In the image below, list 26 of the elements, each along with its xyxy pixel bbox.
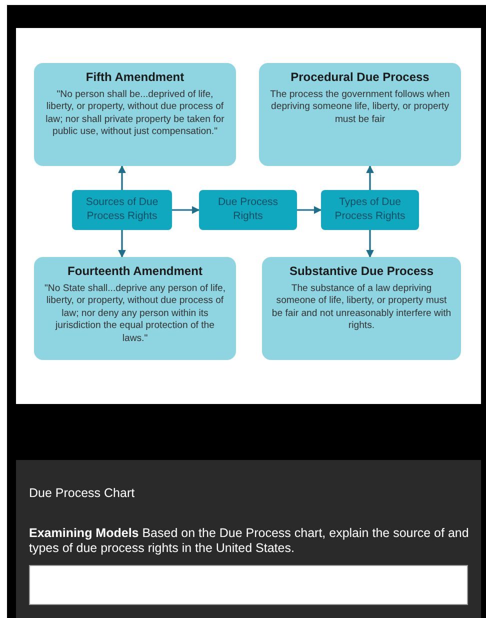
card-text: The substance of a law depriving someone of life, liberty, or property must be fair and not unreasonably interfere with rights. <box>271 283 452 333</box>
card-heading: Fourteenth Amendment <box>68 264 202 278</box>
info-card <box>259 63 461 166</box>
arrow <box>118 165 126 190</box>
process-box <box>72 190 172 230</box>
card-text: The process the government follows when depriving someone life, liberty, or property must be fair <box>269 89 451 126</box>
arrow <box>366 165 374 190</box>
arrow <box>297 206 322 214</box>
card-text: "No State shall...deprive any person of life, liberty, or property, without due process of law; nor deny any person within its jurisdiction the equal protection of the laws." <box>44 283 226 346</box>
info-card <box>262 257 461 360</box>
process-box <box>199 190 297 230</box>
question-text: Examining Models Based on the Due Process chart, explain the source of and types of due process rights in the United States. <box>29 526 469 556</box>
arrow <box>118 230 126 258</box>
arrow <box>172 206 200 214</box>
info-card <box>34 257 236 360</box>
card-text: "No person shall be...deprived of life, liberty, or property, without due process of law; nor shall private property be taken for public use, without just compensation." <box>44 89 226 139</box>
card-heading: Procedural Due Process <box>290 70 430 84</box>
arrow <box>366 230 374 258</box>
process-box <box>321 190 419 230</box>
card-heading: Fifth Amendment <box>86 70 184 84</box>
chart-caption: Due Process Chart <box>29 486 135 500</box>
box-label: Due Process Rights <box>216 196 280 224</box>
card-heading: Substantive Due Process <box>289 264 434 278</box>
box-label: Sources of Due Process Rights <box>84 196 160 224</box>
info-card <box>34 63 236 166</box>
box-label: Types of Due Process Rights <box>334 196 406 224</box>
